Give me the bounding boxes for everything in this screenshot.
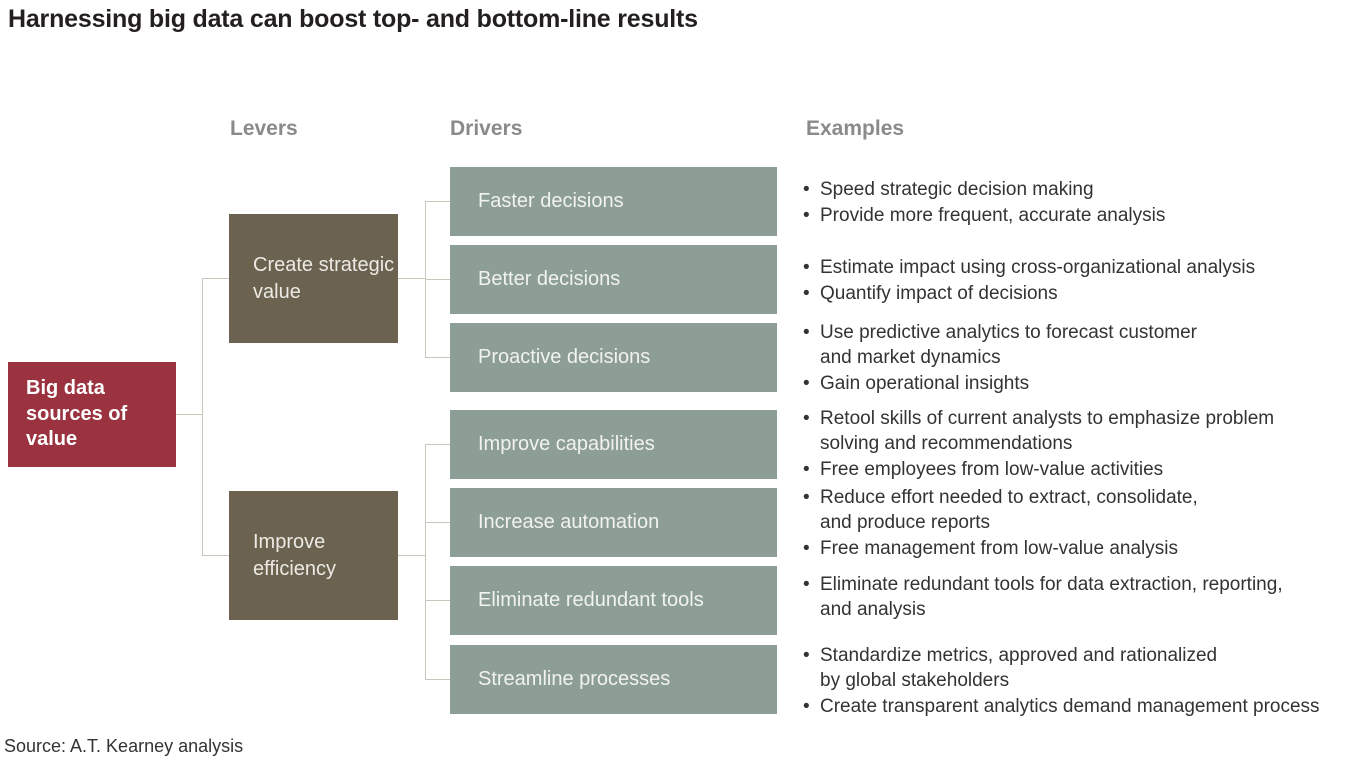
example-bullet-item: • Eliminate redundant tools for data extr… (800, 572, 1370, 622)
column-heading-levers: Levers (230, 117, 298, 140)
example-bullet-line: Reduce effort needed to extract, consoli… (820, 487, 1198, 508)
bullet-icon: • (803, 179, 810, 200)
driver-node-eliminate-redundant-tools[interactable]: Eliminate redundant tools (450, 566, 777, 635)
connector-driver-branch-0 (425, 201, 451, 202)
example-bullet-line: Estimate impact using cross-organization… (820, 257, 1256, 278)
example-bullet-line: Standardize metrics, approved and ration… (820, 645, 1218, 666)
example-bullet-line: solving and recommendations (820, 433, 1073, 454)
root-node-big-data-sources[interactable]: Big data sources of value (8, 362, 176, 467)
bullet-icon: • (803, 645, 810, 666)
bullet-icon: • (803, 322, 810, 343)
example-bullet-item: • Reduce effort needed to extract, consol… (800, 485, 1370, 535)
driver-node-improve-capabilities[interactable]: Improve capabilities (450, 410, 777, 479)
example-bullet-item: • Retool skills of current analysts to em… (800, 406, 1370, 456)
example-bullet-line: Quantify impact of decisions (820, 283, 1058, 304)
lever-node-label: Create strategic value (253, 254, 395, 303)
example-bullet-line: and produce reports (820, 512, 991, 533)
examples-group-improve-capabilities: • Retool skills of current analysts to em… (800, 406, 1370, 483)
connector-lever1-stem (398, 555, 426, 556)
example-bullet-item: • Free employees from low-value activitie… (800, 457, 1370, 482)
connector-driver-branch-2 (425, 357, 451, 358)
column-heading-drivers: Drivers (450, 117, 523, 140)
example-bullet-item: • Provide more frequent, accurate analysi… (800, 203, 1370, 228)
example-bullet-item: • Standardize metrics, approved and ratio… (800, 643, 1370, 693)
driver-node-label: Eliminate redundant tools (478, 589, 704, 611)
driver-node-label: Better decisions (478, 268, 621, 290)
bullet-icon: • (803, 487, 810, 508)
driver-node-label: Streamline processes (478, 668, 671, 690)
connector-driver-branch-3 (425, 444, 451, 445)
driver-node-label: Improve capabilities (478, 433, 655, 455)
example-bullet-item: • Gain operational insights (800, 371, 1370, 396)
driver-node-increase-automation[interactable]: Increase automation (450, 488, 777, 557)
examples-group-better-decisions: • Estimate impact using cross-organizatio… (800, 255, 1370, 307)
connector-driver-branch-4 (425, 522, 451, 523)
bullet-icon: • (803, 696, 810, 717)
example-bullet-item: • Speed strategic decision making (800, 177, 1370, 202)
example-bullet-line: Use predictive analytics to forecast cus… (820, 322, 1197, 343)
lever-node-label: Improve efficiency (253, 531, 337, 580)
driver-node-faster-decisions[interactable]: Faster decisions (450, 167, 777, 236)
example-bullet-item: • Free management from low-value analysis (800, 536, 1370, 561)
driver-node-streamline-processes[interactable]: Streamline processes (450, 645, 777, 714)
connector-lever-spine (202, 278, 203, 555)
example-bullet-line: Provide more frequent, accurate analysis (820, 205, 1166, 226)
example-bullet-line: Retool skills of current analysts to emp… (820, 408, 1275, 429)
examples-group-proactive-decisions: • Use predictive analytics to forecast cu… (800, 320, 1370, 397)
example-bullet-item: • Estimate impact using cross-organizatio… (800, 255, 1370, 280)
source-note: Source: A.T. Kearney analysis (4, 736, 244, 756)
connector-root-stem (176, 414, 203, 415)
bullet-icon: • (803, 205, 810, 226)
connector-driver-branch-6 (425, 679, 451, 680)
column-heading-examples: Examples (806, 117, 905, 140)
bullet-icon: • (803, 574, 810, 595)
connector-lever-branch-0 (202, 278, 230, 279)
example-bullet-item: • Create transparent analytics demand man… (800, 694, 1370, 719)
driver-node-better-decisions[interactable]: Better decisions (450, 245, 777, 314)
example-bullet-line: and analysis (820, 599, 926, 620)
example-bullet-line: Speed strategic decision making (820, 179, 1094, 200)
driver-node-label: Faster decisions (478, 190, 624, 212)
example-bullet-line: Free management from low-value analysis (820, 538, 1178, 559)
driver-node-proactive-decisions[interactable]: Proactive decisions (450, 323, 777, 392)
connector-driver-spine-bottom (425, 444, 426, 679)
bullet-icon: • (803, 283, 810, 304)
page-title: Harnessing big data can boost top- and b… (8, 5, 698, 33)
connector-driver-branch-5 (425, 600, 451, 601)
lever-node-improve-efficiency[interactable]: Improve efficiency (229, 491, 398, 620)
example-bullet-line: Free employees from low-value activities (820, 459, 1164, 480)
lever-node-create-strategic-value[interactable]: Create strategic value (229, 214, 398, 343)
root-node-label: Big data sources of value (26, 377, 128, 451)
connector-lever0-stem (398, 278, 426, 279)
examples-group-eliminate-redundant-tools: • Eliminate redundant tools for data extr… (800, 572, 1370, 623)
example-bullet-item: • Use predictive analytics to forecast cu… (800, 320, 1370, 370)
bullet-icon: • (803, 373, 810, 394)
driver-node-label: Proactive decisions (478, 346, 651, 368)
driver-node-label: Increase automation (478, 511, 660, 533)
example-bullet-line: Create transparent analytics demand mana… (820, 696, 1320, 717)
example-bullet-item: • Quantify impact of decisions (800, 281, 1370, 306)
example-bullet-line: by global stakeholders (820, 670, 1010, 691)
connector-driver-branch-1 (425, 279, 451, 280)
bullet-icon: • (803, 538, 810, 559)
examples-group-streamline-processes: • Standardize metrics, approved and ratio… (800, 643, 1370, 720)
bullet-icon: • (803, 257, 810, 278)
examples-group-increase-automation: • Reduce effort needed to extract, consol… (800, 485, 1370, 562)
example-bullet-line: and market dynamics (820, 347, 1001, 368)
bullet-icon: • (803, 408, 810, 429)
example-bullet-line: Gain operational insights (820, 373, 1030, 394)
examples-group-faster-decisions: • Speed strategic decision making • Provide… (800, 177, 1370, 229)
connector-lever-branch-1 (202, 555, 230, 556)
bullet-icon: • (803, 459, 810, 480)
example-bullet-line: Eliminate redundant tools for data extra… (820, 574, 1283, 595)
